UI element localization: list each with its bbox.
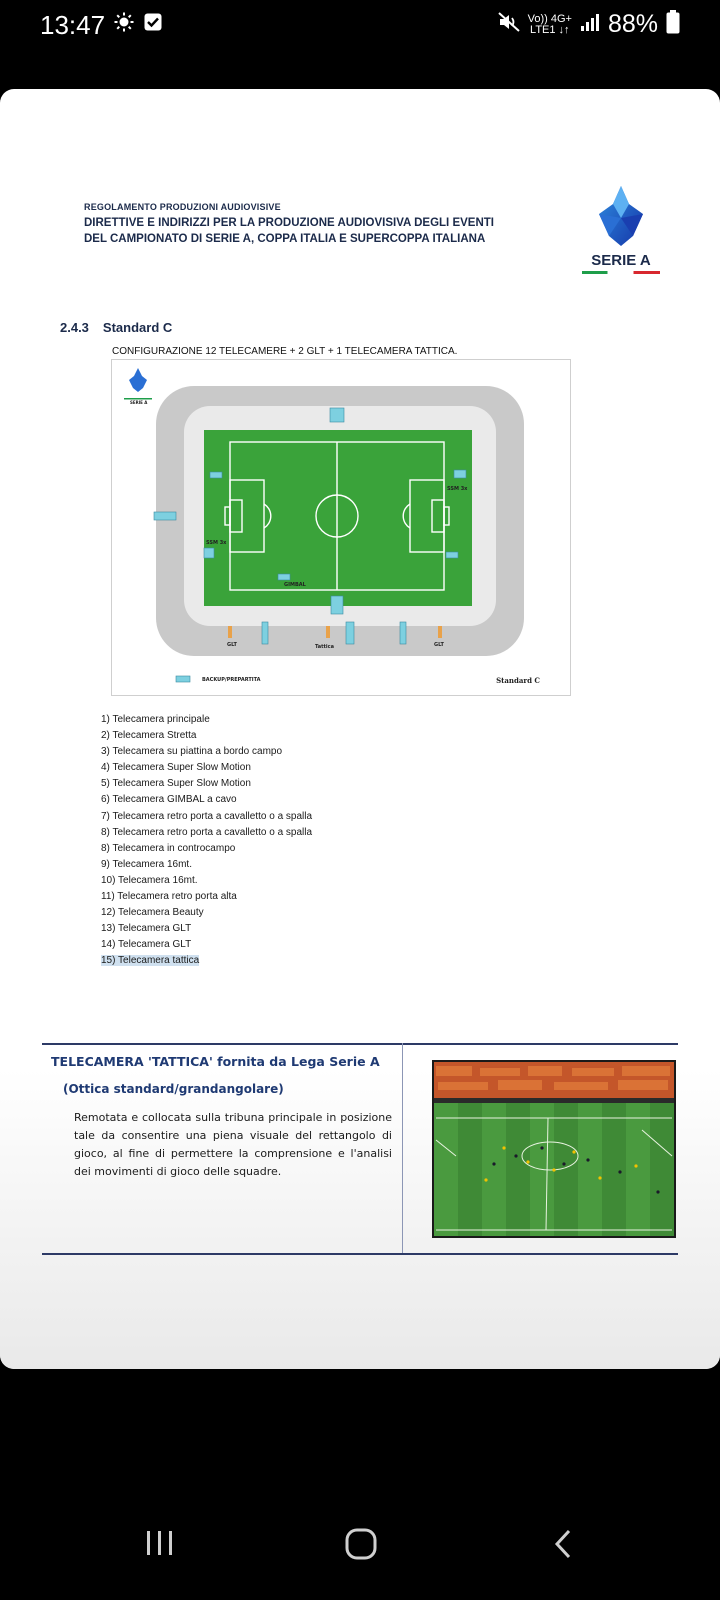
serie-a-logo: SERIE A [581,184,661,274]
header-small: REGOLAMENTO PRODUZIONI AUDIOVISIVE [84,202,281,212]
camera-list: 1) Telecamera principale 2) Telecamera S… [101,712,312,970]
list-item: 11) Telecamera retro porta alta [101,891,237,903]
list-item: 6) Telecamera GIMBAL a cavo [101,794,237,806]
section-title: Standard C [102,320,173,335]
divider-bottom [42,1253,678,1255]
label-ssm-right: SSM 3x [447,486,468,492]
list-item: 8) Telecamera in controcampo [101,842,236,854]
battery-percent: 88% [607,10,658,38]
diagram-standard-label: Standard C [496,676,540,685]
tactical-view-image [432,1060,676,1238]
document-viewer[interactable]: REGOLAMENTO PRODUZIONI AUDIOVISIVE DIRET… [0,89,720,1369]
back-icon [554,1529,571,1559]
tattica-subtitle: (Ottica standard/grandangolare) [63,1082,284,1096]
recent-apps-icon [147,1531,172,1555]
tattica-title: TELECAMERA 'TATTICA' fornita da Lega Ser… [51,1054,380,1069]
configuration-caption: CONFIGURAZIONE 12 TELECAMERE + 2 GLT + 1… [112,346,458,357]
list-item: 5) Telecamera Super Slow Motion [101,778,251,790]
list-item: 14) Telecamera GLT [101,939,192,951]
list-item: 10) Telecamera 16mt. [101,874,198,886]
brightness-icon [114,12,134,36]
diagram-legend: BACKUP/PREPARTITA [202,677,261,683]
section-number: 2.4.3 [60,320,89,335]
back-button[interactable] [552,1528,574,1564]
mini-logo-text: SERIE A [130,400,148,405]
battery-icon [666,10,680,39]
serie-a-logo-icon [599,186,643,246]
divider-vertical [402,1043,403,1255]
italian-flag-stripe [582,271,660,274]
section-heading: 2.4.3 Standard C [60,320,172,335]
network-indicator: Vo)) 4G+ LTE1 ↓↑ [527,12,572,36]
list-item-highlighted: 15) Telecamera tattica [101,953,312,969]
label-glt-left: GLT [227,642,237,648]
list-item: 2) Telecamera Stretta [101,730,197,742]
list-item: 3) Telecamera su piattina a bordo campo [101,746,283,758]
recent-apps-button[interactable] [146,1528,174,1562]
camera-layout-diagram: GLT GLT Tattica GIMBAL SSM 3x SSM 3x SER… [111,359,571,696]
camera-markers [153,407,467,683]
document-header: REGOLAMENTO PRODUZIONI AUDIOVISIVE DIRET… [84,202,504,247]
signal-icon [580,13,600,36]
label-gimbal: GIMBAL [284,582,306,588]
network-type: Vo)) 4G+ [527,12,572,25]
divider-top [42,1043,678,1045]
logo-text: SERIE A [591,252,651,269]
status-bar: 13:47 Vo)) 4G+ LTE1 ↓↑ 88% [0,0,720,56]
list-item: 1) Telecamera principale [101,714,210,725]
navigation-bar [0,1500,720,1600]
pitch [204,430,472,606]
tattica-description: Remotata e collocata sulla tribuna princ… [74,1111,392,1178]
home-button[interactable] [345,1528,377,1564]
status-time: 13:47 [40,10,106,40]
list-item: 4) Telecamera Super Slow Motion [101,762,251,774]
label-glt-right: GLT [434,642,444,648]
check-notification-icon [144,13,162,35]
list-item: 12) Telecamera Beauty [101,907,204,919]
mute-icon [497,12,520,37]
home-icon [345,1528,377,1560]
network-lte: LTE1 ↓↑ [530,23,570,36]
list-item: 9) Telecamera 16mt. [101,858,192,870]
label-tattica: Tattica [315,644,334,650]
list-item: 13) Telecamera GLT [101,923,192,935]
tattica-section: TELECAMERA 'TATTICA' fornita da Lega Ser… [42,1043,678,1257]
list-item: 7) Telecamera retro porta a cavalletto o… [101,810,313,822]
highlighted-text: 15) Telecamera tattica [101,955,200,967]
label-ssm-left: SSM 3x [206,540,227,546]
pitch-lines [224,441,450,591]
stadium-diagram [124,368,524,683]
glt-markers [228,626,442,638]
list-item: 8) Telecamera retro porta a cavalletto o… [101,826,313,838]
tactical-camera-photo [432,1060,676,1238]
mini-serie-a-logo [124,368,152,400]
header-title: DIRETTIVE E INDIRIZZI PER LA PRODUZIONE … [84,217,494,245]
